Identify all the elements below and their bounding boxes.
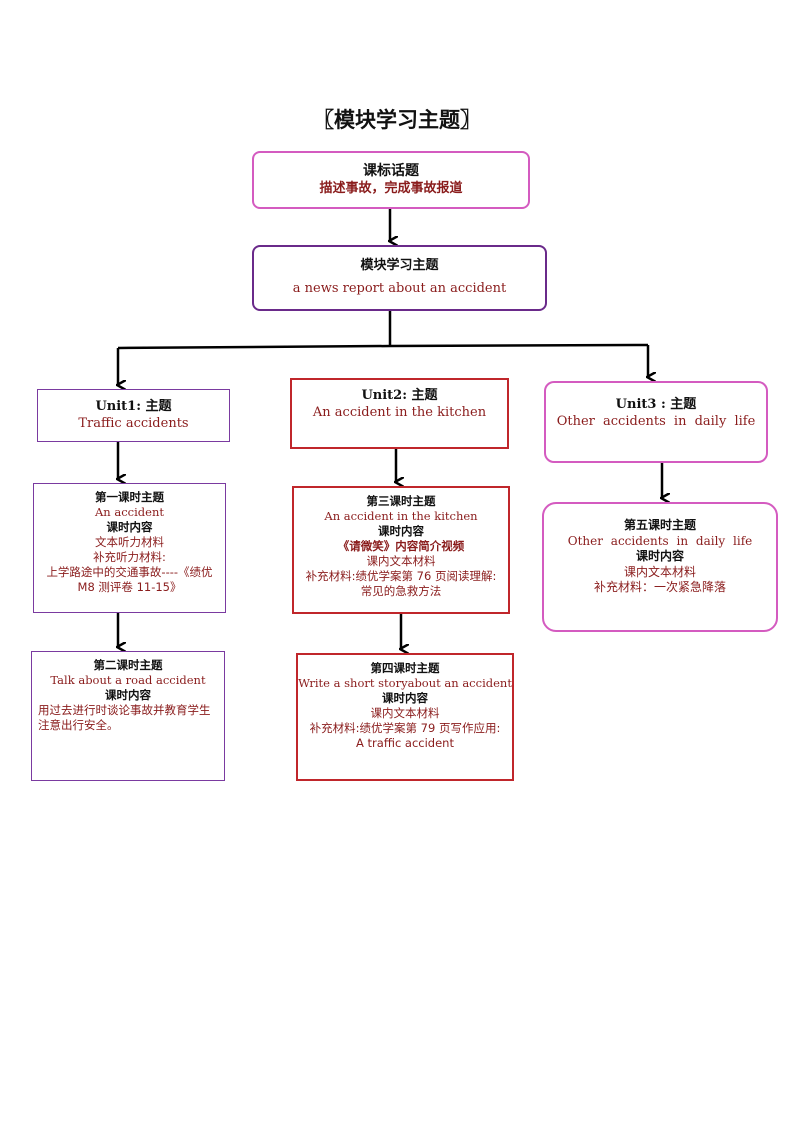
lesson5-content-heading: 课时内容 — [635, 549, 684, 564]
topic-title: 课标话题 — [363, 163, 419, 180]
lesson1-line: 补充听力材料: — [93, 549, 166, 564]
module-title: 模块学习主题 — [360, 258, 439, 274]
topic-subtitle: 描述事故，完成事故报道 — [319, 180, 463, 196]
unit2-title: Unit2: 主题 — [361, 388, 438, 403]
lesson3-line: 课内文本材料 — [366, 553, 436, 568]
unit2-box: Unit2: 主题 An accident in the kitchen — [290, 378, 509, 449]
lesson1-line: 上学路途中的交通事故----《绩优 M8 测评卷 11-15》 — [46, 564, 213, 594]
lesson4-topic: Write a short storyabout an accident — [298, 675, 512, 690]
page-title: 〖模块学习主题〗 — [313, 108, 481, 132]
lesson4-title: 第四课时主题 — [370, 661, 440, 675]
lesson4-content-heading: 课时内容 — [382, 690, 428, 705]
lesson3-content-heading: 课时内容 — [378, 523, 424, 538]
lesson1-line: 文本听力材料 — [95, 534, 164, 549]
lesson1-title: 第一课时主题 — [95, 490, 164, 504]
lesson5-topic: Other accidents in daily life — [567, 533, 753, 548]
lesson2-line: 用过去进行时谈论事故并教育学生注意出行安全。 — [38, 702, 211, 732]
lesson3-title: 第三课时主题 — [366, 494, 436, 508]
unit3-box: Unit3 : 主题 Other accidents in daily life — [544, 381, 768, 463]
lesson1-box: 第一课时主题 An accident 课时内容 文本听力材料 补充听力材料: 上… — [33, 483, 226, 613]
lesson4-line: 补充材料:绩优学案第 79 页写作应用: — [309, 720, 501, 735]
unit1-subtitle: Traffic accidents — [78, 415, 189, 431]
unit3-subtitle: Other accidents in daily life — [556, 413, 756, 429]
lesson3-topic: An accident in the kitchen — [324, 508, 478, 523]
lesson3-line: 补充材料:绩优学案第 76 页阅读理解: — [305, 568, 497, 583]
lesson3-box: 第三课时主题 An accident in the kitchen 课时内容 《… — [292, 486, 510, 614]
connector-branch — [117, 343, 649, 350]
lesson4-box: 第四课时主题 Write a short storyabout an accid… — [296, 653, 514, 781]
unit1-title: Unit1: 主题 — [95, 398, 172, 414]
lesson2-box: 第二课时主题 Talk about a road accident 课时内容 用… — [31, 651, 225, 781]
lesson2-content-heading: 课时内容 — [105, 687, 151, 702]
unit1-box: Unit1: 主题 Traffic accidents — [37, 389, 230, 442]
lesson2-title: 第二课时主题 — [93, 658, 163, 672]
lesson5-line: 补充材料：一次紧急降落 — [593, 580, 726, 595]
module-theme-box: 模块学习主题 a news report about an accident — [252, 245, 547, 311]
lesson1-topic: An accident — [95, 504, 164, 519]
unit3-title: Unit3 : 主题 — [615, 397, 697, 412]
lesson4-line: 课内文本材料 — [370, 705, 440, 720]
lesson1-content-heading: 课时内容 — [106, 519, 153, 534]
lesson3-line: 常见的急救方法 — [360, 583, 442, 598]
lesson3-highlight: 《请微笑》内容简介视频 — [337, 538, 465, 553]
lesson5-title: 第五课时主题 — [623, 518, 696, 532]
curriculum-topic-box: 课标话题 描述事故，完成事故报道 — [252, 151, 530, 209]
lesson2-topic: Talk about a road accident — [50, 672, 206, 687]
lesson4-line: A traffic accident — [356, 735, 454, 750]
lesson5-line: 课内文本材料 — [623, 564, 696, 579]
unit2-subtitle: An accident in the kitchen — [312, 404, 487, 420]
module-subtitle: a news report about an accident — [292, 281, 507, 296]
lesson5-box: 第五课时主题 Other accidents in daily life 课时内… — [542, 502, 778, 632]
